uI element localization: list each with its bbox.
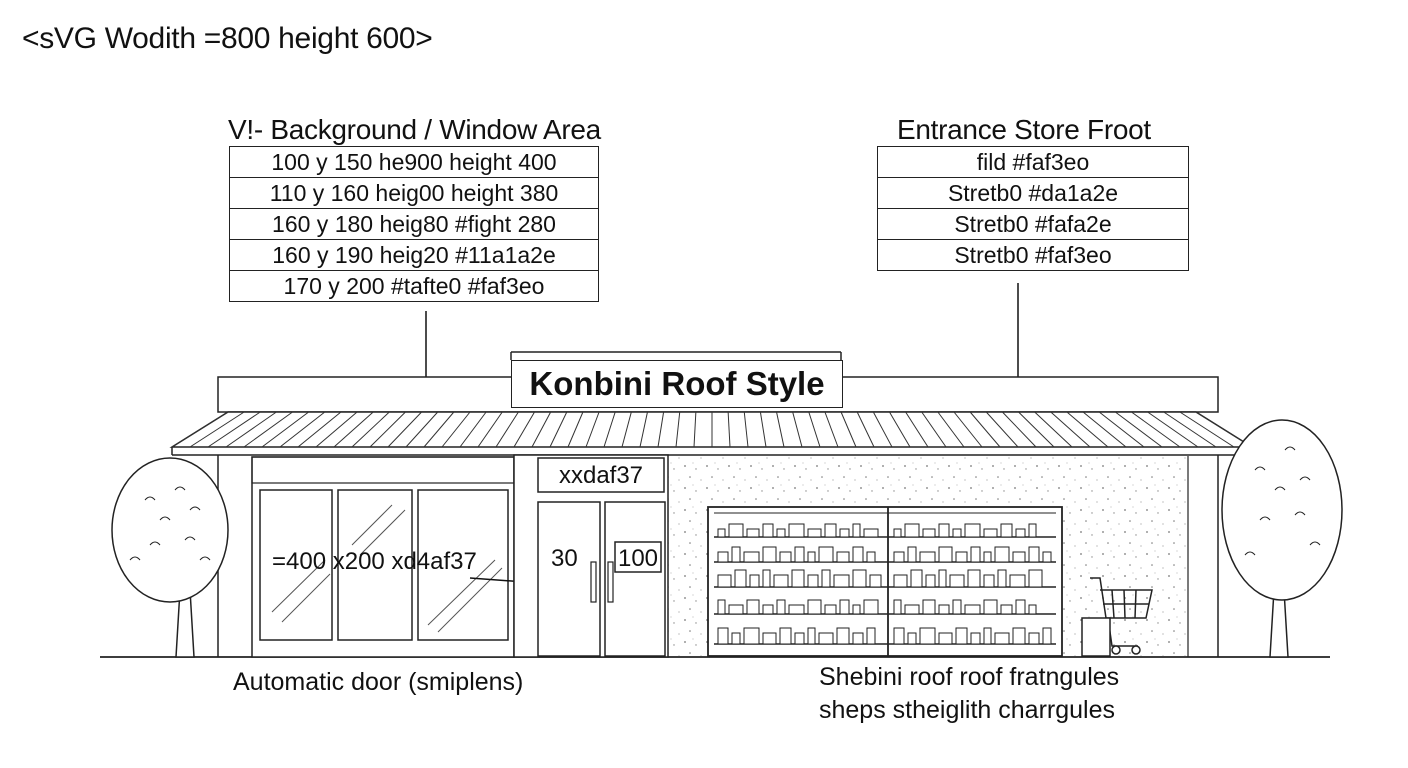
door-sign-text: xxdaf37	[558, 462, 644, 489]
door-handle[interactable]	[607, 561, 614, 603]
door-label-left: 30	[551, 545, 578, 572]
background-section-heading: V!- Background / Window Area	[228, 114, 601, 145]
background-spec-row: 160 y 180 heig80 #fight 280	[230, 209, 598, 240]
caption-automatic-door: Automatic door (smiplens)	[233, 668, 524, 696]
door-handle[interactable]	[590, 561, 597, 603]
door-left-panel[interactable]	[537, 501, 601, 657]
background-spec-row: 160 y 190 heig20 #11a1a2e	[230, 240, 598, 271]
background-spec-row: 170 y 200 #tafte0 #faf3eo	[283, 273, 545, 299]
caption-roof-line1: Shebini roof roof fratngules	[819, 663, 1120, 691]
store-sign: Konbini Roof Style	[511, 360, 843, 408]
entrance-spec-table: fild #faf3eo Stretb0 #da1a2e Stretb0 #fa…	[877, 146, 1189, 271]
background-spec-row: 100 y 150 he900 height 400	[230, 147, 598, 178]
caption-roof-line2: sheps stheiglith charrgules	[819, 696, 1115, 724]
roof-slats	[171, 411, 1253, 448]
door-sign-box	[537, 457, 665, 493]
entrance-spec-row: Stretb0 #faf3eo	[954, 242, 1112, 268]
door-label-right: 100	[617, 545, 659, 572]
window-dimension-label: =400 x200 xd4af37	[272, 548, 477, 575]
entrance-spec-row: Stretb0 #fafa2e	[878, 209, 1188, 240]
tree-right-icon	[1221, 419, 1343, 658]
entrance-spec-row: fild #faf3eo	[878, 147, 1188, 178]
window-pane	[337, 489, 413, 641]
entrance-spec-row: Stretb0 #da1a2e	[878, 178, 1188, 209]
background-spec-row: 110 y 160 heig00 height 380	[230, 178, 598, 209]
door-right-panel[interactable]	[604, 501, 666, 657]
trash-bin	[1081, 617, 1111, 657]
door-label-box	[614, 541, 662, 573]
tree-left-icon	[111, 457, 229, 658]
shelf-products	[717, 523, 1052, 645]
background-spec-table: 100 y 150 he900 height 400 110 y 160 hei…	[229, 146, 599, 302]
entrance-section-heading: Entrance Store Froot	[897, 114, 1151, 145]
svg-code-title: <sVG Wodith =800 height 600>	[22, 22, 433, 55]
window-pane	[417, 489, 509, 641]
window-pane	[259, 489, 333, 641]
